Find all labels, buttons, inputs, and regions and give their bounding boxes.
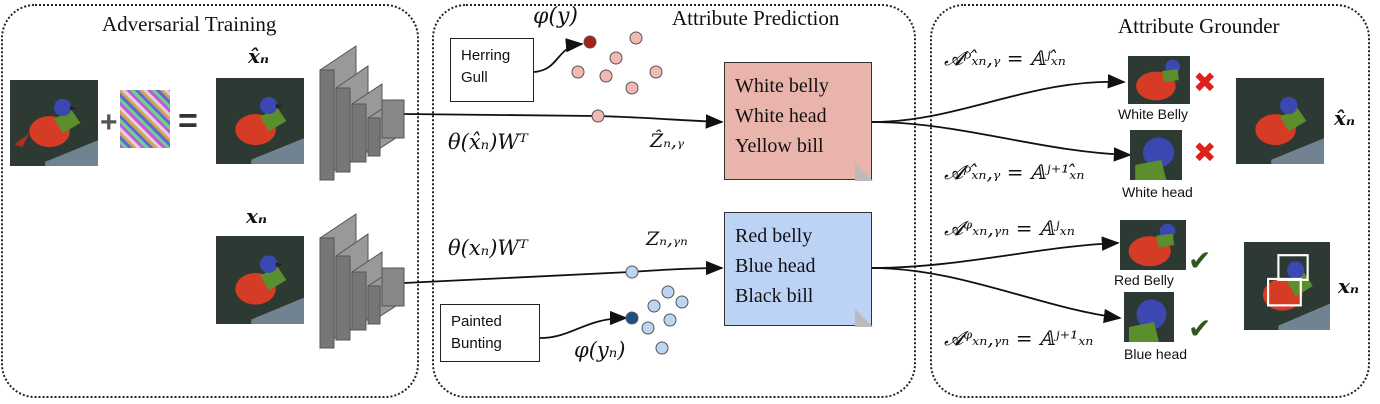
equation-3: 𝓐ᵠₓₙ,ᵧₙ = 𝔸ʲₓₙ — [944, 216, 1075, 240]
crop-blue-head — [1124, 292, 1174, 342]
equation-1: 𝓐ᵖₓ̂ₙ,ᵧ = 𝔸ʲₓ̂ₙ — [944, 46, 1066, 70]
attribute-prediction-title: Attribute Prediction — [672, 6, 840, 30]
predicted-attributes-adversarial: White belly White head Yellow bill — [724, 62, 873, 181]
embedding-dot — [647, 299, 661, 313]
plus-sign: + — [100, 106, 118, 139]
attribute-grounder-panel — [930, 4, 1370, 398]
crop-red-belly — [1120, 220, 1186, 270]
right-x-hat-label: x̂ₙ — [1334, 106, 1356, 130]
equation-2: 𝓐ᵖₓ̂ₙ,ᵧ = 𝔸ʲ⁺¹ₓ̂ₙ — [944, 160, 1085, 184]
z-label: Zₙ,ᵧₙ — [646, 228, 688, 250]
embedding-dot — [655, 341, 669, 355]
crop-white-head — [1130, 130, 1182, 180]
right-x-label: xₙ — [1338, 274, 1360, 298]
right-clean-bird-image — [1244, 242, 1330, 330]
embedding-dot — [625, 81, 639, 95]
embedding-anchor-dot-top — [583, 35, 597, 49]
right-adversarial-bird-image — [1236, 78, 1324, 164]
embedding-dot — [625, 265, 639, 279]
herring-gull-class-box: Herring Gull — [450, 38, 534, 102]
crop-label-red-belly: Red Belly — [1114, 272, 1174, 288]
equals-sign: = — [178, 102, 198, 140]
z-hat-label: Ẑₙ,ᵧ — [650, 130, 685, 152]
x-hat-label: x̂ₙ — [248, 44, 270, 68]
theta-x-label: θ(xₙ)Wᵀ — [448, 236, 528, 260]
embedding-dot — [661, 285, 675, 299]
top-cnn-stack — [319, 45, 405, 181]
page-fold-icon — [855, 309, 873, 327]
crop-label-blue-head: Blue head — [1124, 346, 1188, 362]
attribute-prediction-panel — [432, 4, 916, 398]
wrong-mark-icon: ✖ — [1193, 66, 1217, 99]
bottom-cnn-stack — [319, 213, 405, 349]
embedding-dot — [591, 109, 605, 123]
embedding-dot — [641, 321, 655, 335]
embedding-anchor-dot-bottom — [625, 311, 639, 325]
embedding-dot — [609, 51, 623, 65]
embedding-dot — [675, 295, 689, 309]
page-fold-icon — [855, 163, 873, 181]
embedding-dot — [649, 65, 663, 79]
crop-label-white-belly: White Belly — [1118, 106, 1189, 122]
adversarial-training-title: Adversarial Training — [102, 12, 277, 36]
clean-bird-image — [216, 236, 304, 324]
attribute-grounder-title: Attribute Grounder — [1118, 14, 1280, 38]
phi-y-label: φ(y) — [533, 4, 578, 29]
embedding-dot — [629, 31, 643, 45]
x-label: xₙ — [246, 204, 268, 228]
adversarial-training-panel — [1, 4, 419, 398]
predicted-attributes-clean: Red belly Blue head Black bill — [724, 212, 873, 327]
phi-yn-label: φ(yₙ) — [574, 338, 626, 362]
embedding-dot — [663, 313, 677, 327]
embedding-dot — [571, 65, 585, 79]
crop-white-belly — [1128, 56, 1190, 104]
adversarial-bird-image — [216, 78, 304, 164]
noise-image — [120, 90, 170, 148]
equation-4: 𝓐ᵠₓₙ,ᵧₙ = 𝔸ʲ⁺¹ₓₙ — [944, 326, 1094, 350]
embedding-dot — [599, 69, 613, 83]
crop-label-white-head: White head — [1122, 184, 1193, 200]
wrong-mark-icon: ✖ — [1193, 136, 1217, 169]
check-mark-icon: ✔ — [1188, 244, 1212, 277]
check-mark-icon: ✔ — [1188, 312, 1212, 345]
theta-xhat-label: θ(x̂ₙ)Wᵀ — [448, 130, 528, 154]
input-bird-image — [10, 80, 98, 166]
painted-bunting-class-box: Painted Bunting — [440, 304, 540, 362]
